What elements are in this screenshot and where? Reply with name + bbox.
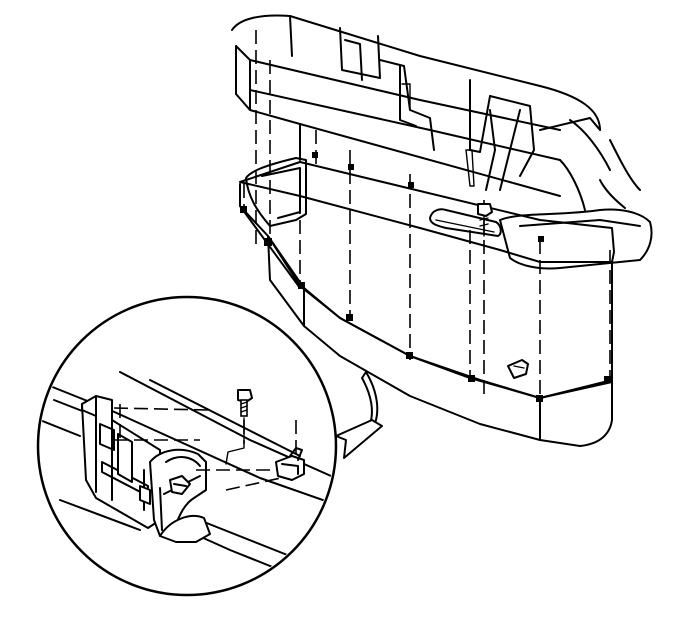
top-bolt-icon xyxy=(477,203,493,237)
callout-arrow xyxy=(335,371,383,459)
push-pin-clip-icon xyxy=(275,447,305,481)
bracket-clip-icon xyxy=(169,475,191,495)
bumper-bar xyxy=(267,235,613,447)
mounting-bracket xyxy=(81,395,161,529)
detail-view xyxy=(40,371,334,571)
retaining-bolt-icon xyxy=(237,389,253,417)
upper-grille-bar xyxy=(235,45,561,197)
bumper-clip-icon xyxy=(507,359,529,379)
alignment-lines xyxy=(243,30,611,400)
fastener-points xyxy=(240,152,611,402)
